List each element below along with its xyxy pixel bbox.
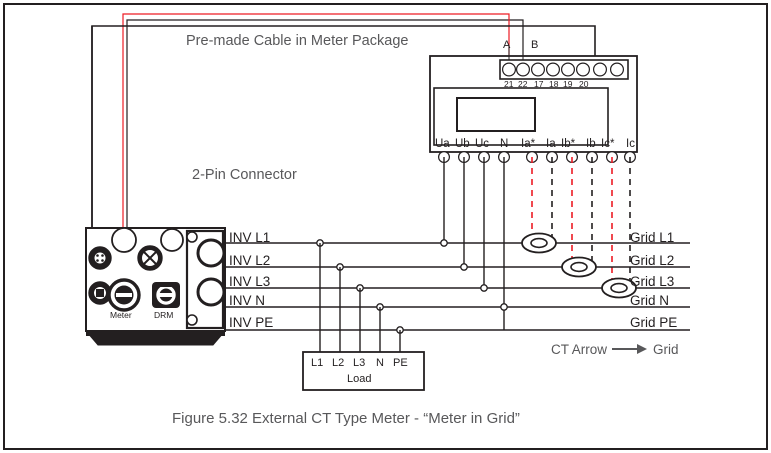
grid-line-label-l2: Grid L2 — [630, 253, 675, 268]
meter-terminal-label-ic-star: Ic* — [601, 138, 615, 150]
meter-terminal-label-uc: Uc — [475, 138, 490, 150]
inverter-side-plate-screw-top — [186, 231, 198, 243]
meter-terminal-number-18: 18 — [549, 79, 559, 89]
load-box-title: Load — [347, 373, 372, 385]
inverter-port-blank-top-right[interactable] — [160, 228, 184, 252]
load-terminal-label-l1: L1 — [311, 357, 324, 369]
inverter-port-comm-lower[interactable] — [88, 281, 112, 305]
meter-terminal-20[interactable] — [575, 62, 590, 77]
grid-line-label-n: Grid N — [630, 293, 670, 308]
meter-terminal-18[interactable] — [545, 62, 560, 77]
inverter-side-plate-screw-bottom — [186, 314, 198, 326]
inverter-drm-port-label: DRM — [154, 310, 174, 320]
meter-terminal-number-21: 21 — [504, 79, 514, 89]
figure-caption: Figure 5.32 External CT Type Meter - “Me… — [172, 410, 520, 427]
meter-terminal-label-ia-star: Ia* — [521, 138, 536, 150]
ct-arrow-note-left: CT Arrow — [551, 342, 608, 357]
meter-terminal-21[interactable] — [502, 62, 517, 77]
junction-ua — [440, 239, 448, 247]
load-terminal-label-l3: L3 — [353, 357, 366, 369]
meter-lcd-display — [456, 97, 536, 132]
meter-terminal-spare-1[interactable] — [592, 62, 607, 77]
junction-uc — [480, 284, 488, 292]
inverter-meter-port-label: Meter — [110, 310, 132, 320]
meter-bottom-terminals — [438, 151, 636, 164]
load-terminal-label-pe: PE — [393, 357, 408, 369]
inv-line-label-l1: INV L1 — [229, 230, 271, 245]
grid-line-label-l3: Grid L3 — [630, 274, 675, 289]
meter-terminal-number-20: 20 — [579, 79, 589, 89]
load-box — [302, 351, 425, 391]
load-terminal-label-n: N — [376, 357, 384, 369]
inv-line-label-l3: INV L3 — [229, 274, 271, 289]
inverter-ac-port-lower[interactable] — [196, 277, 226, 307]
meter-rs485-a-label: A — [503, 39, 511, 51]
inverter-base-lip — [86, 331, 225, 336]
ct-ring-l2 — [561, 256, 597, 278]
ct-direction-arrow-icon — [612, 344, 647, 354]
meter-terminal-17[interactable] — [530, 62, 545, 77]
meter-terminal-label-ua: Ua — [435, 138, 450, 150]
inverter-ac-port-upper[interactable] — [196, 238, 226, 268]
premade-cable-red-wire — [122, 13, 510, 300]
meter-terminal-label-ib-star: Ib* — [561, 138, 576, 150]
junction-ub — [460, 263, 468, 271]
meter-terminal-spare-2[interactable] — [609, 62, 624, 77]
inverter-meter-port[interactable] — [107, 278, 141, 312]
premade-cable-label: Pre-made Cable in Meter Package — [186, 33, 409, 49]
inv-line-label-pe: INV PE — [229, 315, 274, 330]
meter-terminal-label-ia: Ia — [546, 138, 556, 150]
meter-terminal-22[interactable] — [515, 62, 530, 77]
junction-n — [500, 303, 508, 311]
meter-rs485-b-label: B — [531, 39, 539, 51]
meter-terminal-number-22: 22 — [518, 79, 528, 89]
ct-ring-l3 — [601, 277, 637, 299]
inv-line-label-l2: INV L2 — [229, 253, 271, 268]
meter-terminal-label-n: N — [500, 138, 509, 150]
meter-terminal-label-ic: Ic — [626, 138, 635, 150]
meter-terminal-number-17: 17 — [534, 79, 544, 89]
load-terminal-label-l2: L2 — [332, 357, 345, 369]
inverter-port-crossed[interactable] — [137, 245, 163, 271]
inv-line-label-n: INV N — [229, 293, 266, 308]
meter-terminal-label-ub: Ub — [455, 138, 470, 150]
inverter-port-comm-upper[interactable] — [88, 246, 112, 270]
ct-ring-l1 — [521, 232, 557, 254]
ct-arrow-note-right: Grid — [653, 342, 679, 357]
meter-terminal-label-ib: Ib — [586, 138, 596, 150]
inverter-port-blank-top[interactable] — [111, 227, 137, 253]
two-pin-connector-label: 2-Pin Connector — [192, 167, 297, 183]
grid-line-label-pe: Grid PE — [630, 315, 678, 330]
figure-border — [3, 3, 768, 450]
grid-line-label-l1: Grid L1 — [630, 230, 675, 245]
meter-terminal-number-19: 19 — [563, 79, 573, 89]
inverter-drm-port[interactable] — [152, 282, 180, 308]
meter-terminal-19[interactable] — [560, 62, 575, 77]
